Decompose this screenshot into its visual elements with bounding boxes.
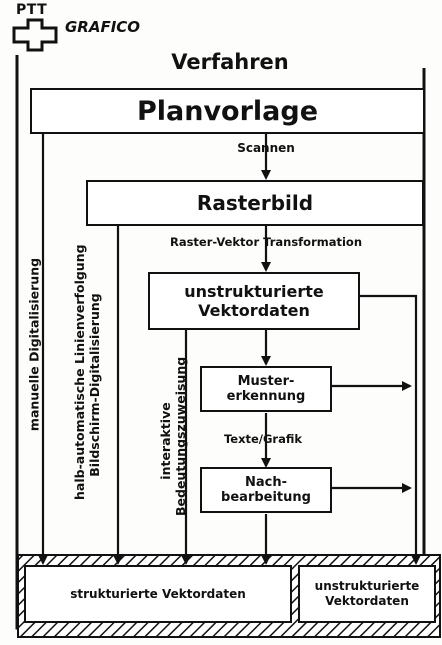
box-nachbearbeitung-label: Nach- bearbeitung: [221, 475, 311, 505]
side-label-halbautomatisch: halb-automatische Linienverfolgung Bilds…: [72, 244, 102, 500]
box-output-unstrukturierte-label: unstrukturierte Vektordaten: [314, 579, 420, 608]
edge-label-raster-vektor: Raster-Vektor Transformation: [169, 235, 363, 249]
diagram-title: Verfahren: [171, 50, 289, 74]
box-output-unstrukturierte: unstrukturierte Vektordaten: [298, 565, 436, 623]
box-unstrukturierte-vektordaten: unstrukturierte Vektordaten: [148, 272, 360, 330]
side-label-interaktiv-line2: Bedeutungszuweisung: [173, 356, 188, 516]
box-mustererkennung-label: Muster- erkennung: [226, 374, 306, 404]
box-output-strukturierte: strukturierte Vektordaten: [24, 565, 292, 623]
ptt-logo-text: PTT: [16, 2, 48, 18]
box-output-strukturierte-label: strukturierte Vektordaten: [70, 587, 246, 601]
side-label-halbautomatisch-line2: Bildschirm-Digitalisierung: [87, 293, 102, 477]
ptt-cross-logo: [12, 18, 58, 52]
flow-arrows: [38, 133, 421, 565]
box-nachbearbeitung: Nach- bearbeitung: [200, 467, 332, 513]
grafico-logo-text: GRAFICO: [65, 18, 141, 36]
box-mustererkennung: Muster- erkennung: [200, 366, 332, 412]
box-planvorlage-label: Planvorlage: [136, 95, 319, 127]
side-label-halbautomatisch-line1: halb-automatische Linienverfolgung: [72, 244, 87, 500]
box-rasterbild: Rasterbild: [86, 180, 424, 226]
side-label-manuelle: manuelle Digitalisierung: [26, 257, 42, 432]
side-label-interaktiv: interaktive Bedeutungszuweisung: [158, 356, 188, 516]
box-planvorlage: Planvorlage: [30, 88, 425, 134]
box-rasterbild-label: Rasterbild: [196, 191, 314, 215]
edge-label-scannen: Scannen: [237, 141, 295, 155]
box-unstrukturierte-label: unstrukturierte Vektordaten: [184, 282, 324, 320]
side-label-interaktiv-line1: interaktive: [158, 402, 173, 480]
edge-label-texte-grafik: Texte/Grafik: [223, 432, 303, 446]
